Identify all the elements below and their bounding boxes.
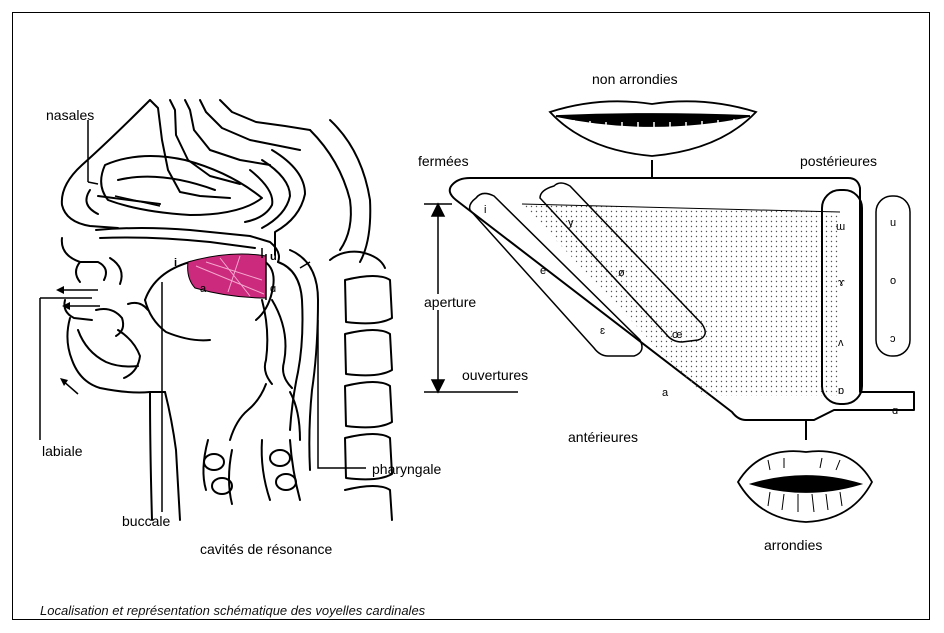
vowel-y: y <box>568 218 574 229</box>
vowel-e: e <box>540 266 546 277</box>
vowel-o: o <box>890 276 896 287</box>
label-ouvertures: ouvertures <box>462 368 528 382</box>
label-fermees: fermées <box>418 154 469 168</box>
vowel-a: a <box>662 388 668 399</box>
vowel-i: i <box>484 205 486 216</box>
rounded-lips-icon <box>738 451 872 522</box>
label-nasales: nasales <box>46 108 94 122</box>
label-anterieures: antérieures <box>568 430 638 444</box>
vowel-back-unrounded-o: ɒ <box>838 386 844 397</box>
unrounded-lips-icon <box>550 101 756 156</box>
label-cavites: cavités de résonance <box>200 542 332 556</box>
vowel-oe: œ <box>672 330 682 341</box>
label-labiale: labiale <box>42 444 82 458</box>
vowel-back-gamma: ɤ <box>838 278 845 289</box>
head-vowel-i: i <box>174 258 177 269</box>
vowel-epsilon: ɛ <box>600 326 605 337</box>
vowel-o-slash: ø <box>618 268 625 279</box>
label-buccale: buccale <box>122 514 170 528</box>
head-vowel-o: ɑ <box>270 284 276 295</box>
head-section-drawing <box>62 100 392 520</box>
label-aperture: aperture <box>424 294 476 310</box>
head-vowel-u: u <box>270 252 277 263</box>
vowel-back-wedge: ʌ <box>838 338 844 349</box>
head-vowel-a: a <box>200 284 206 295</box>
vowel-alpha: ɑ <box>892 406 898 417</box>
vowel-open-o: ɔ <box>890 334 896 345</box>
figure-caption: Localisation et représentation schématiq… <box>40 603 425 618</box>
label-arrondies: arrondies <box>764 538 822 552</box>
label-non-arrondies: non arrondies <box>592 72 678 86</box>
vowel-u: u <box>890 218 896 229</box>
label-pharyngale: pharyngale <box>372 462 441 476</box>
vowel-trapezoid <box>522 204 840 396</box>
label-posterieures: postérieures <box>800 154 877 168</box>
vowel-back-unrounded-u: ɯ <box>836 222 845 233</box>
